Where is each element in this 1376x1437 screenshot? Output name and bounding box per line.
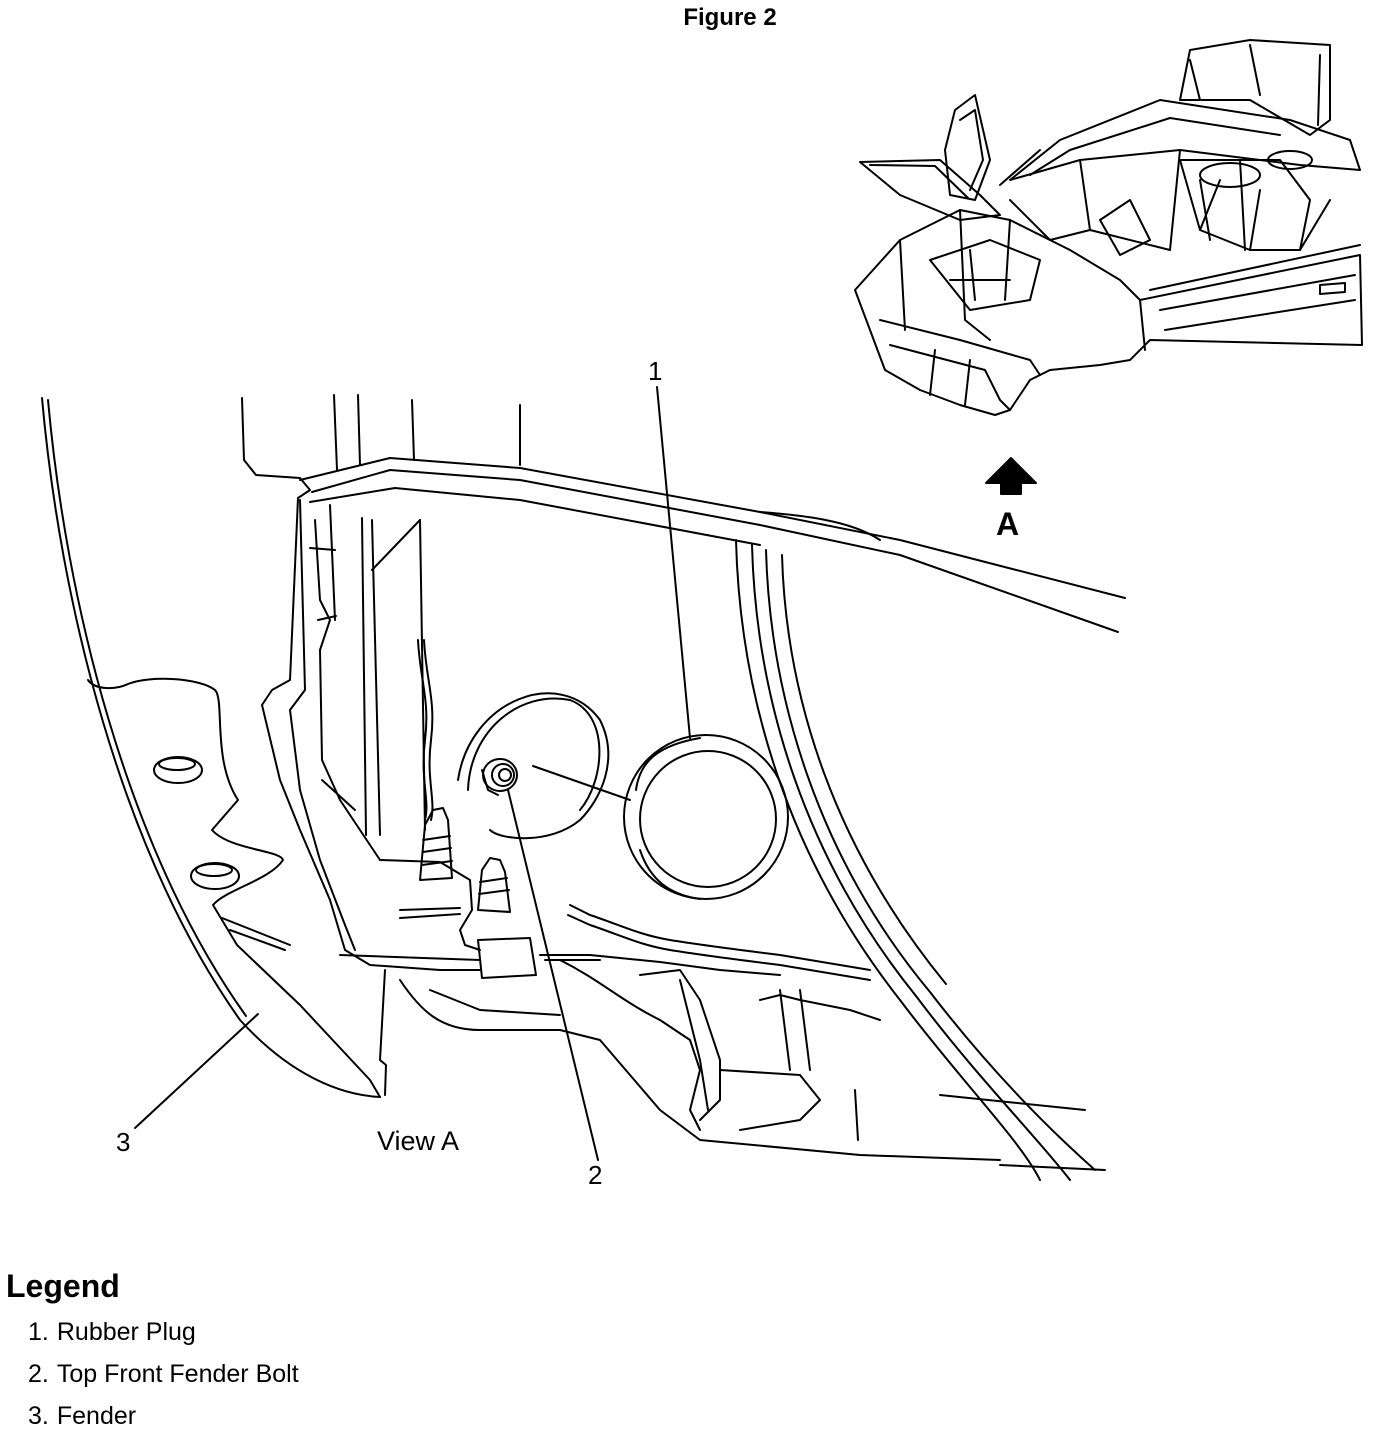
callout-3-leader bbox=[134, 1013, 259, 1129]
view-a-label: A bbox=[996, 506, 1020, 542]
view-a-arrow-icon bbox=[985, 457, 1037, 495]
legend-item-label: Top Front Fender Bolt bbox=[56, 1360, 299, 1388]
legend-item-number: 1. bbox=[28, 1318, 49, 1346]
callout-1-leader bbox=[656, 386, 691, 739]
legend-item: 1.Rubber Plug bbox=[28, 1311, 606, 1353]
legend-item: 3.Fender bbox=[28, 1395, 606, 1437]
legend-item-label: Rubber Plug bbox=[56, 1318, 196, 1346]
legend-item-number: 3. bbox=[28, 1402, 49, 1430]
callout-3: 3 bbox=[116, 1127, 131, 1157]
legend: Legend 1.Rubber Plug 2.Top Front Fender … bbox=[6, 1268, 606, 1437]
vehicle-overview-illustration bbox=[854, 39, 1363, 416]
fender-detail-illustration bbox=[41, 394, 1126, 1181]
legend-list: 1.Rubber Plug 2.Top Front Fender Bolt 3.… bbox=[6, 1311, 606, 1437]
legend-item: 2.Top Front Fender Bolt bbox=[28, 1353, 606, 1395]
legend-item-label: Fender bbox=[56, 1402, 137, 1430]
callout-1: 1 bbox=[648, 356, 663, 386]
legend-item-number: 2. bbox=[28, 1360, 49, 1388]
view-a-caption: View A bbox=[377, 1126, 460, 1156]
callout-2-leader bbox=[507, 789, 599, 1161]
figure-title: Figure 2 bbox=[683, 4, 777, 31]
callout-2: 2 bbox=[588, 1160, 603, 1190]
legend-title: Legend bbox=[6, 1268, 120, 1304]
